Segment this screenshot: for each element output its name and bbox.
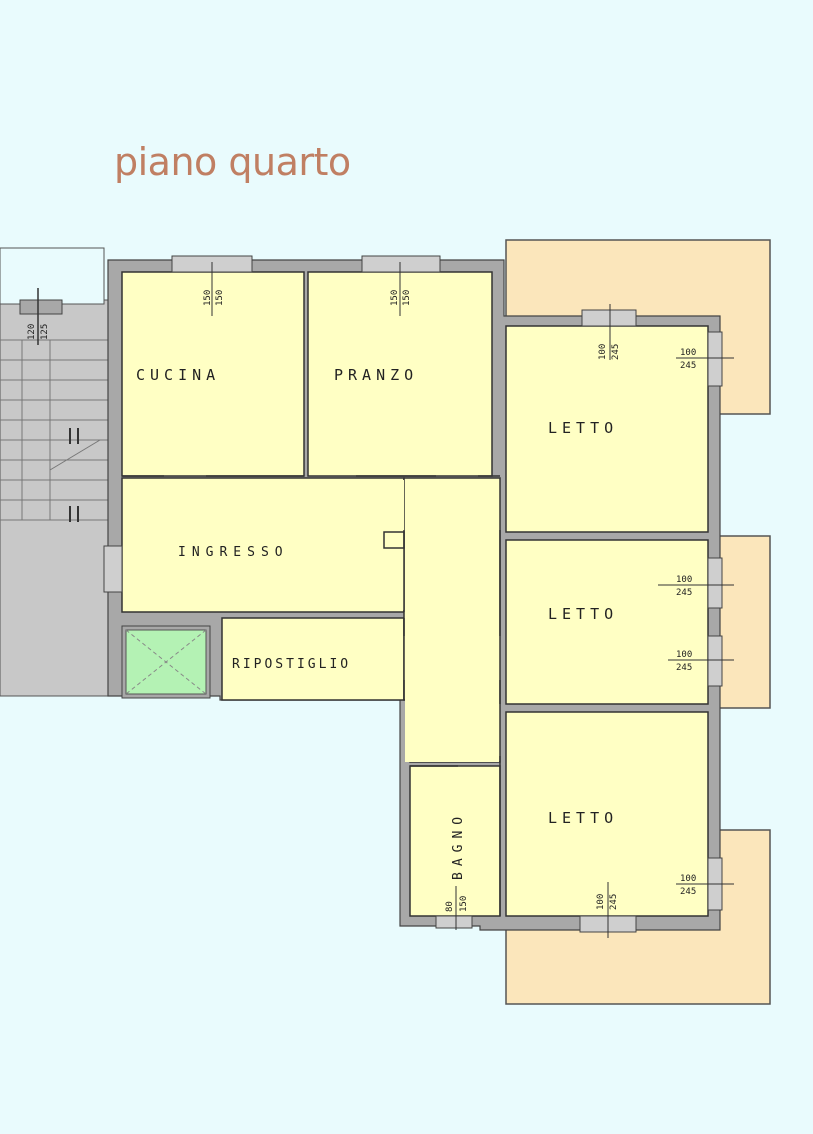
dim-pranzo-b: 150 [402, 290, 412, 306]
dim-letto-2-lower-a: 100 [676, 650, 692, 660]
window-pranzo [361, 255, 441, 273]
stair-window [19, 299, 63, 315]
stairwell: 120 125 [0, 247, 109, 697]
room-letto-2 [505, 539, 709, 705]
window-letto-2-lower [707, 635, 723, 687]
page-title: piano quarto [114, 140, 351, 184]
label-ripostiglio: RIPOSTIGLIO [232, 657, 351, 672]
dim-letto-2-upper-a: 100 [676, 575, 692, 585]
stair-landing [0, 247, 105, 305]
dim-letto-3-right-a: 100 [680, 874, 696, 884]
dim-cucina-a: 150 [203, 290, 213, 306]
dim-letto-3-bottom-a: 100 [596, 894, 606, 910]
dim-bagno-a: 80 [445, 901, 455, 912]
dim-letto-1-top-a: 100 [598, 344, 608, 360]
label-letto-3: LETTO [548, 809, 618, 827]
label-letto-2: LETTO [548, 605, 618, 623]
dimension-lines [211, 262, 734, 938]
light-shaft [121, 625, 211, 699]
label-bagno: BAGNO [451, 811, 466, 880]
dim-bagno-b: 150 [459, 896, 469, 912]
label-letto-1: LETTO [548, 419, 618, 437]
label-ingresso: INGRESSO [178, 545, 289, 560]
stair-window-dim-b: 125 [40, 324, 50, 340]
room-ripostiglio [221, 617, 405, 701]
room-letto-3 [505, 711, 709, 917]
stair-window-dim-a: 120 [27, 324, 37, 340]
stair-area [0, 299, 109, 697]
dim-letto-1-top-b: 245 [611, 344, 621, 360]
window-bagno [435, 915, 473, 929]
dim-letto-2-upper-b: 245 [676, 588, 692, 598]
dim-letto-1-right-a: 100 [680, 348, 696, 358]
window-letto-1-top [581, 309, 637, 327]
room-cucina [121, 271, 305, 477]
window-letto-2-upper [707, 557, 723, 609]
window-letto-1-right [707, 331, 723, 387]
dim-letto-1-right-b: 245 [680, 361, 696, 371]
stair-steps [0, 339, 108, 522]
label-cucina: CUCINA [136, 366, 220, 384]
dim-pranzo-a: 150 [390, 290, 400, 306]
label-pranzo: PRANZO [334, 366, 418, 384]
dim-letto-3-right-b: 245 [680, 887, 696, 897]
window-dimensions: 150 150 150 150 100 245 100 245 100 245 … [203, 290, 696, 912]
partitions [122, 475, 501, 916]
dim-cucina-b: 150 [215, 290, 225, 306]
room-labels: CUCINA PRANZO LETTO LETTO LETTO INGRESSO… [136, 366, 618, 880]
dim-letto-3-bottom-b: 245 [609, 894, 619, 910]
dim-letto-2-lower-b: 245 [676, 663, 692, 673]
window-ingresso-left [103, 545, 123, 593]
room-letto-1 [505, 325, 709, 533]
